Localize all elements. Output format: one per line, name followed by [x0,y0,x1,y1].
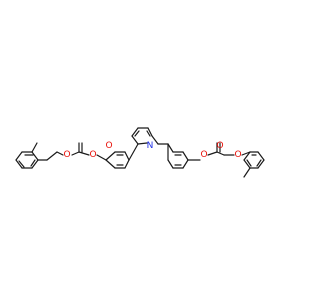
bond-line [146,130,151,137]
bond-line [15,151,23,161]
bond-line [56,151,64,156]
bond-line [243,159,251,169]
bond-line [96,154,107,161]
atom-label-ester-oxygen-right: O [200,150,207,160]
bond-line [31,151,39,161]
bond-line [128,143,139,161]
bond-line [131,135,139,145]
bond-line [31,142,38,153]
bond-line [243,167,251,178]
bond-line [18,160,25,168]
atom-labels: O O O N O O O [63,141,241,160]
bond-line [30,159,36,167]
atom-label-carbonyl-oxygen-left: O [105,141,112,151]
atom-label-ester-oxygen-left: O [89,150,96,160]
atom-label-ring-oxygen-right: O [234,150,241,160]
atom-label-carbonyl-oxygen-right: O [216,141,223,151]
bond-line [31,159,39,169]
bonds [15,127,265,178]
bond-line [257,151,265,161]
bond-line [134,130,140,137]
bond-line [78,151,90,156]
bond-line [105,151,116,161]
bond-line [216,151,225,156]
bond-line [167,143,174,153]
bond-line [151,135,159,145]
bond-line [241,151,251,156]
bond-line [124,159,130,169]
bond-line [246,159,252,167]
molecule-structure: O O O N O O O [15,127,265,178]
bond-line [182,159,189,169]
bond-line [15,159,23,169]
atom-label-ring-oxygen-left: O [63,150,70,160]
atom-label-pyridine-nitrogen: N [147,141,154,151]
bond-line [46,151,58,161]
bond-line [71,151,80,156]
structure-canvas: O O O N O O O [15,127,265,178]
bond-line [105,159,116,169]
bond-line [182,151,189,161]
bond-line [131,127,139,137]
bond-line [147,127,153,137]
bond-line [207,151,218,156]
bond-line [257,159,265,169]
bond-line [167,159,174,169]
bond-line [243,151,251,161]
bond-line [256,159,262,167]
bond-line [137,142,148,145]
bond-line [124,151,130,161]
